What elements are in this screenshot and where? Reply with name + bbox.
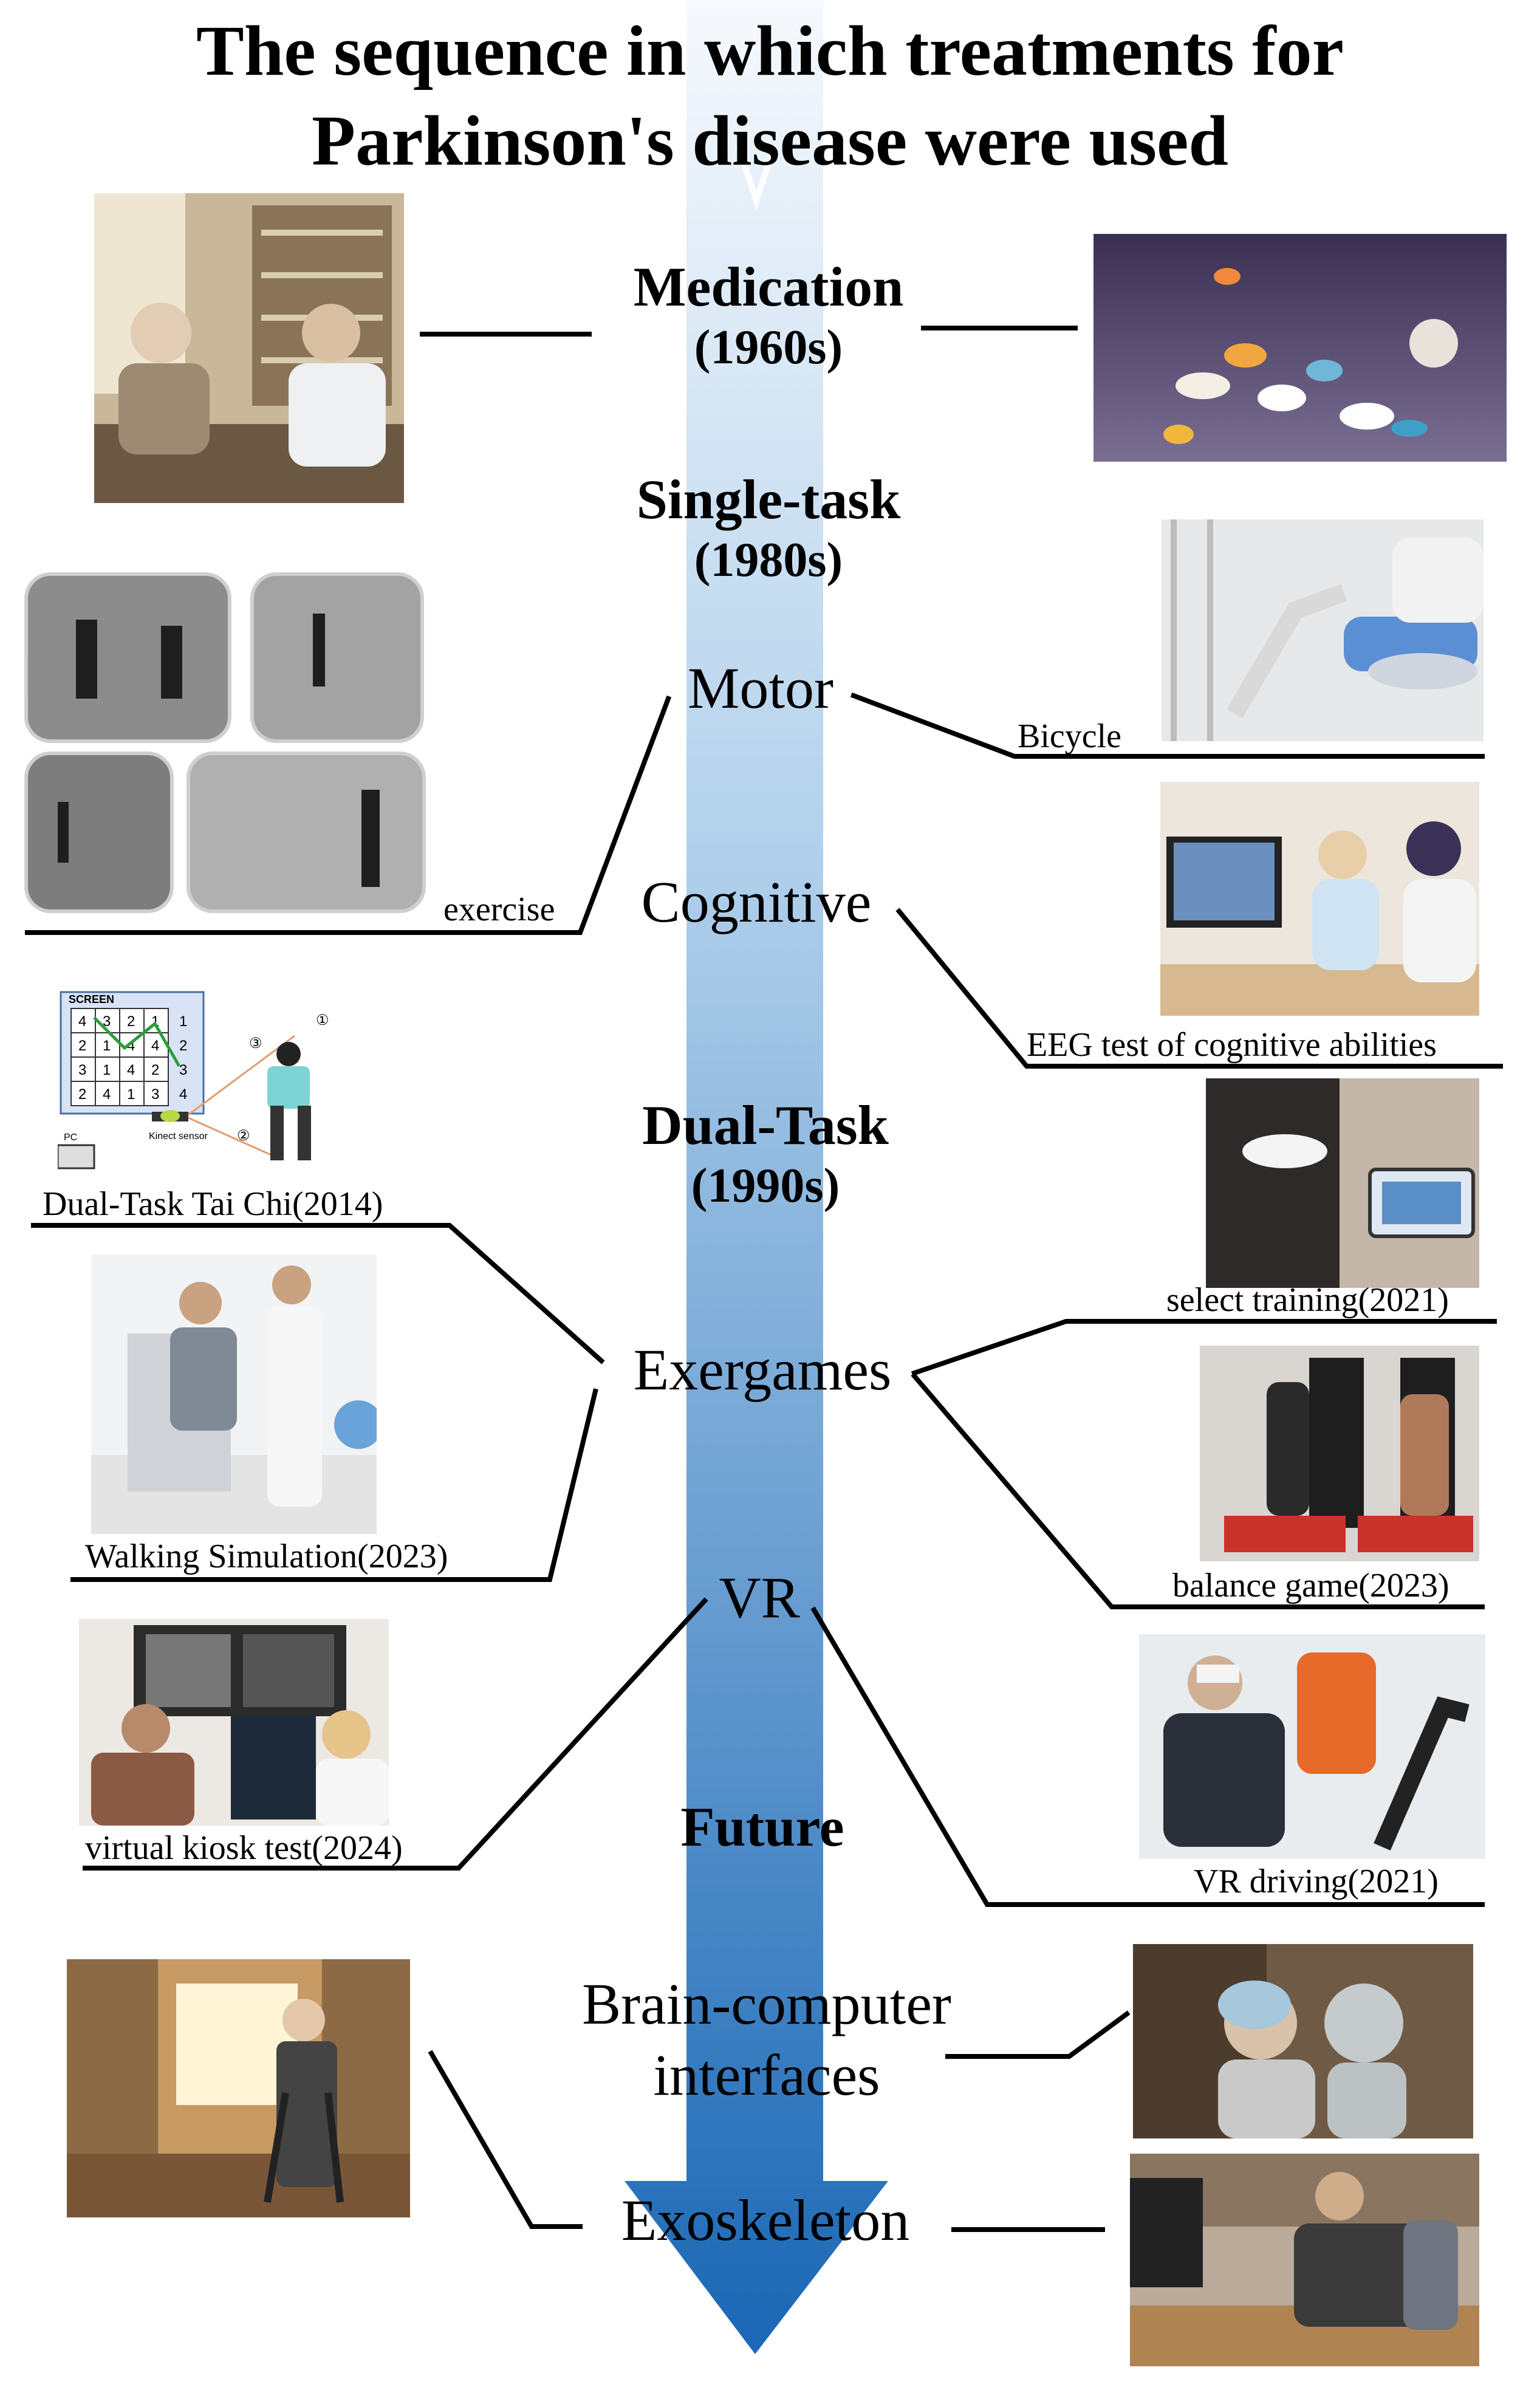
- tai-chi-marker-3: ③: [249, 1035, 262, 1052]
- era-future: Future: [680, 1796, 844, 1858]
- tai-chi-grid-number: 4: [127, 1062, 135, 1078]
- tai-chi-grid-number: 1: [103, 1038, 111, 1054]
- era-single-task-label: Single-task: [636, 468, 901, 530]
- caption-balance-game: balance game(2023): [1172, 1567, 1449, 1604]
- caption-exercise: exercise: [443, 891, 555, 928]
- caption-eeg: EEG test of cognitive abilities: [1027, 1026, 1437, 1064]
- bci-line-1: Brain-computer: [582, 1971, 951, 2036]
- title-line-2: Parkinson's disease were used: [312, 101, 1228, 180]
- tai-chi-grid-cell: [143, 1032, 169, 1058]
- era-medication: Medication (1960s): [634, 255, 904, 375]
- node-vr: VR: [719, 1565, 800, 1630]
- tai-chi-grid-cell: [70, 1032, 96, 1058]
- caption-vr-driving: VR driving(2021): [1194, 1863, 1439, 1900]
- tai-chi-side-numbers: 1 2 3 4: [179, 1013, 187, 1103]
- tai-chi-grid-cell: [70, 1081, 96, 1106]
- era-single-task: Single-task (1980s): [637, 468, 901, 588]
- title-line-1: The sequence in which treatments for: [196, 11, 1344, 91]
- exoskeleton-home-photo: [67, 1959, 410, 2217]
- node-brain-computer-interfaces: Brain-computer interfaces: [582, 1968, 951, 2111]
- node-cognitive: Cognitive: [641, 869, 872, 934]
- tai-chi-grid-cell: [70, 1008, 96, 1033]
- tai-chi-grid-cell: [119, 1008, 145, 1033]
- caption-select-training: select training(2021): [1166, 1281, 1449, 1319]
- tai-chi-grid-cell: [95, 1008, 120, 1033]
- tai-chi-grid-number: 2: [78, 1038, 86, 1054]
- tai-chi-grid-number: 1: [127, 1086, 135, 1103]
- tai-chi-grid-number: 3: [103, 1013, 111, 1030]
- group-exercise-photos: [21, 571, 428, 917]
- tai-chi-marker-2: ②: [237, 1128, 250, 1144]
- tai-chi-grid-number: 4: [103, 1086, 111, 1103]
- node-motor: Motor: [688, 656, 833, 721]
- exoskeleton-desk-photo: [1130, 2154, 1479, 2366]
- bci-line-2: interfaces: [653, 2042, 880, 2108]
- balance-game-photo: [1200, 1346, 1479, 1561]
- caption-tai-chi: Dual-Task Tai Chi(2014): [43, 1185, 383, 1223]
- tai-chi-grid-number: 4: [78, 1013, 86, 1030]
- vr-driving-photo: [1139, 1634, 1485, 1859]
- brain-computer-interface-photo: [1133, 1944, 1473, 2138]
- bicycle-therapy-photo: [1162, 519, 1484, 741]
- tai-chi-side-number: 2: [179, 1038, 187, 1054]
- era-dual-task-year: (1990s): [691, 1159, 840, 1213]
- tai-chi-grid-number: 2: [78, 1086, 86, 1103]
- tai-chi-grid-number: 2: [151, 1062, 159, 1078]
- tai-chi-grid-number: 4: [151, 1038, 159, 1054]
- walking-simulation-photo: [91, 1255, 377, 1534]
- tai-chi-grid-cell: [119, 1081, 145, 1106]
- tai-chi-grid-number: 1: [103, 1062, 111, 1078]
- caption-bicycle: Bicycle: [1018, 717, 1122, 755]
- pills-photo: [1093, 234, 1507, 462]
- tai-chi-side-number: 3: [179, 1062, 187, 1078]
- tai-chi-grid-number: 3: [151, 1086, 159, 1103]
- era-dual-task: Dual-Task (1990s): [642, 1094, 889, 1214]
- tai-chi-grid-number: 2: [127, 1013, 135, 1030]
- tai-chi-pc-label: PC: [64, 1132, 77, 1143]
- caption-virtual-kiosk: virtual kiosk test(2024): [85, 1829, 403, 1867]
- era-medication-year: (1960s): [694, 320, 843, 374]
- era-dual-task-label: Dual-Task: [642, 1094, 889, 1156]
- node-exergames: Exergames: [633, 1337, 892, 1402]
- tai-chi-sensor-label: Kinect sensor: [149, 1131, 208, 1142]
- figure-title: The sequence in which treatments for Par…: [0, 6, 1540, 186]
- era-medication-label: Medication: [633, 256, 904, 318]
- tai-chi-screen-label: SCREEN: [69, 993, 114, 1005]
- select-training-photo: [1206, 1078, 1479, 1288]
- tai-chi-grid-number: 3: [78, 1062, 86, 1078]
- pharmacy-consultation-photo: [94, 193, 404, 503]
- virtual-kiosk-photo: [79, 1619, 389, 1826]
- tai-chi-grid-cell: [95, 1032, 120, 1058]
- tai-chi-side-number: 1: [179, 1013, 187, 1030]
- tai-chi-grid-cell: [95, 1056, 120, 1082]
- node-exoskeleton: Exoskeleton: [621, 2188, 910, 2253]
- tai-chi-marker-1: ①: [316, 1012, 329, 1029]
- era-single-task-year: (1980s): [694, 533, 843, 587]
- caption-walking-simulation: Walking Simulation(2023): [85, 1538, 448, 1575]
- tai-chi-grid-cell: [143, 1081, 169, 1106]
- tai-chi-side-number: 4: [179, 1086, 187, 1103]
- eeg-test-photo: [1160, 782, 1479, 1016]
